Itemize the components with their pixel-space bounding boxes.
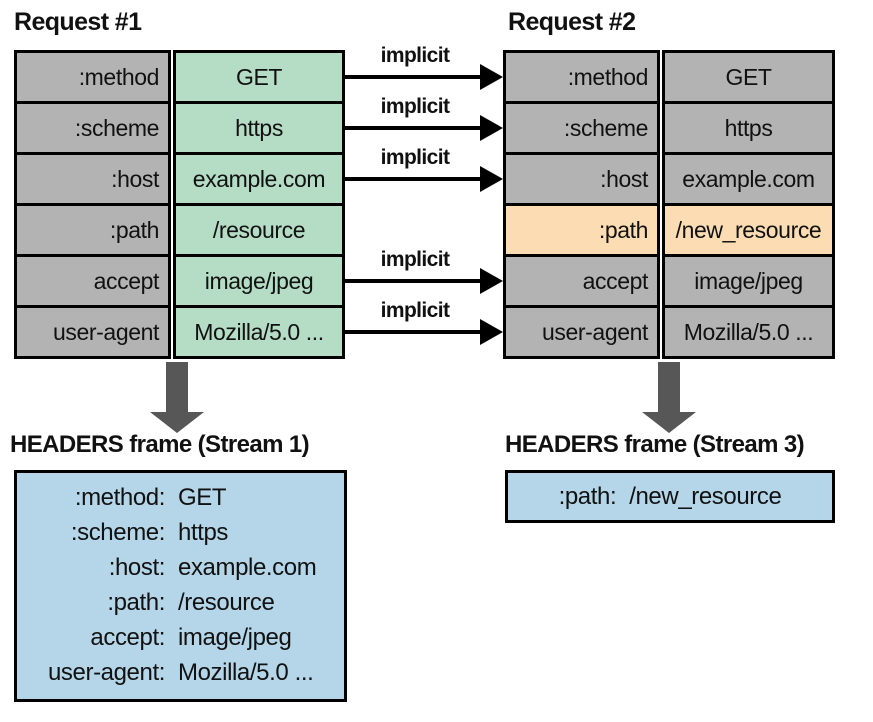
table-row: user-agent Mozilla/5.0 ... bbox=[503, 305, 835, 359]
frame-line: accept: image/jpeg bbox=[17, 620, 344, 655]
frame-value: example.com bbox=[178, 554, 317, 581]
frame-key: :host: bbox=[108, 554, 166, 581]
frame-key: accept: bbox=[90, 624, 165, 651]
request1-header-table: :method GET :scheme https :host example.… bbox=[14, 50, 345, 359]
table-row: :path /resource bbox=[14, 203, 345, 257]
frame-line: :path: /resource bbox=[17, 585, 344, 620]
table-row: :method GET bbox=[503, 50, 835, 104]
implicit-label: implicit bbox=[380, 299, 450, 322]
header-value-cell: https bbox=[173, 101, 345, 155]
right-arrow-icon bbox=[345, 166, 503, 192]
header-value-cell: image/jpeg bbox=[662, 254, 835, 308]
table-row: accept image/jpeg bbox=[14, 254, 345, 308]
frame-key: :method: bbox=[74, 484, 166, 511]
frame1-title: HEADERS frame (Stream 1) bbox=[10, 431, 310, 458]
implicit-label: implicit bbox=[380, 44, 450, 67]
header-name-cell: :host bbox=[14, 152, 171, 206]
down-arrow-icon bbox=[150, 362, 204, 433]
table-row: accept image/jpeg bbox=[503, 254, 835, 308]
right-arrow-icon bbox=[345, 64, 503, 90]
table-row-highlighted: :path /new_resource bbox=[503, 203, 835, 257]
implicit-label: implicit bbox=[380, 146, 450, 169]
frame-key: :scheme: bbox=[70, 519, 166, 546]
frame-line: user-agent: Mozilla/5.0 ... bbox=[17, 655, 344, 690]
header-value-cell: Mozilla/5.0 ... bbox=[173, 305, 345, 359]
frame-line: :scheme: https bbox=[17, 515, 344, 550]
header-value-cell: Mozilla/5.0 ... bbox=[662, 305, 835, 359]
table-row: :scheme https bbox=[14, 101, 345, 155]
right-arrow-icon bbox=[345, 115, 503, 141]
implicit-label: implicit bbox=[380, 95, 450, 118]
header-value-cell: https bbox=[662, 101, 835, 155]
request2-title: Request #2 bbox=[508, 8, 636, 36]
implicit-label: implicit bbox=[380, 248, 450, 271]
header-value-cell: /resource bbox=[173, 203, 345, 257]
header-value-cell: GET bbox=[173, 50, 345, 104]
table-row: :host example.com bbox=[14, 152, 345, 206]
header-name-cell: user-agent bbox=[14, 305, 171, 359]
frame-key: user-agent: bbox=[47, 659, 165, 686]
request2-header-table: :method GET :scheme https :host example.… bbox=[503, 50, 835, 359]
frame-key: :path: bbox=[107, 589, 165, 616]
header-name-cell: :scheme bbox=[503, 101, 660, 155]
header-name-cell: :method bbox=[503, 50, 660, 104]
table-row: :scheme https bbox=[503, 101, 835, 155]
header-value-cell: GET bbox=[662, 50, 835, 104]
down-arrow-icon bbox=[642, 362, 696, 433]
right-arrow-icon bbox=[345, 268, 503, 294]
frame-line: :host: example.com bbox=[17, 550, 344, 585]
right-arrow-icon bbox=[345, 319, 503, 345]
frame-key: :path: bbox=[558, 482, 617, 510]
frame-value: Mozilla/5.0 ... bbox=[178, 659, 314, 686]
frame-line: :path: /new_resource bbox=[559, 483, 782, 511]
frame-value: /resource bbox=[178, 589, 275, 616]
frame-value: GET bbox=[178, 484, 227, 511]
request1-title: Request #1 bbox=[14, 8, 142, 36]
table-row: user-agent Mozilla/5.0 ... bbox=[14, 305, 345, 359]
header-value-cell: image/jpeg bbox=[173, 254, 345, 308]
header-name-cell: :path bbox=[14, 203, 171, 257]
header-value-cell: /new_resource bbox=[662, 203, 835, 257]
header-name-cell: :scheme bbox=[14, 101, 171, 155]
frame1-box: :method: GET :scheme: https :host: examp… bbox=[14, 470, 347, 702]
header-name-cell: :path bbox=[503, 203, 660, 257]
frame-value: /new_resource bbox=[629, 482, 782, 510]
table-row: :method GET bbox=[14, 50, 345, 104]
frame-value: https bbox=[178, 519, 229, 546]
frame-value: image/jpeg bbox=[178, 624, 292, 651]
header-value-cell: example.com bbox=[662, 152, 835, 206]
table-row: :host example.com bbox=[503, 152, 835, 206]
frame-line: :method: GET bbox=[17, 480, 344, 515]
header-name-cell: :host bbox=[503, 152, 660, 206]
header-name-cell: :method bbox=[14, 50, 171, 104]
frame3-box: :path: /new_resource bbox=[505, 470, 835, 523]
header-value-cell: example.com bbox=[173, 152, 345, 206]
header-name-cell: accept bbox=[14, 254, 171, 308]
header-name-cell: accept bbox=[503, 254, 660, 308]
frame3-title: HEADERS frame (Stream 3) bbox=[505, 431, 805, 458]
header-name-cell: user-agent bbox=[503, 305, 660, 359]
